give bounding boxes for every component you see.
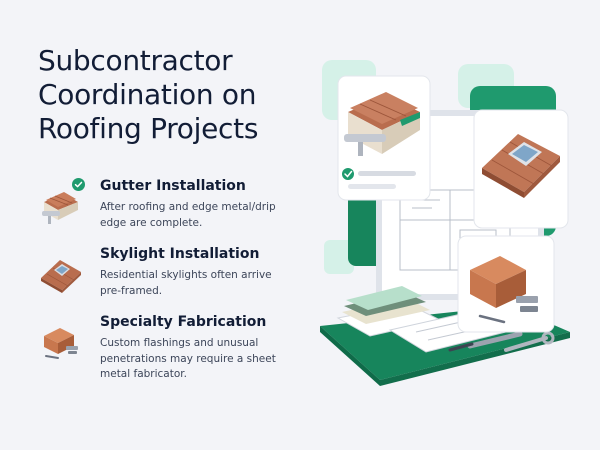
card-fabrication [457,235,555,333]
check-badge-icon [342,168,354,180]
card-skylight [473,109,569,229]
item-description: After roofing and edge metal/drip edge a… [100,200,320,231]
sheet-metal-icon [44,328,78,359]
list-item-gutter-installation: Gutter Installation After roofing and ed… [38,178,318,248]
roofing-illustration [320,60,570,386]
list-item-skylight-installation: Skylight Installation Residential skylig… [38,246,318,316]
item-heading: Skylight Installation [100,246,260,262]
card-gutter [337,75,431,201]
desc-line: penetrations may require a sheet [100,352,276,365]
desc-line: Residential skylights often arrive [100,269,272,281]
desc-line: metal fabricator. [100,368,187,380]
desc-line: Custom flashings and unusual [100,337,259,349]
item-description: Residential skylights often arrive pre-f… [100,268,320,299]
desc-line: After roofing and edge metal/drip [100,201,276,213]
pen-icon [448,342,474,352]
check-badge-icon [72,178,85,191]
wrench-icon [504,336,548,352]
desc-line: edge are complete. [100,216,203,229]
title-line-2: Coordination on [38,78,257,111]
title-line-3: Roofing Projects [38,112,259,145]
item-heading: Specialty Fabrication [100,314,267,330]
list-item-specialty-fabrication: Specialty Fabrication Custom flashings a… [38,314,318,384]
title-line-1: Subcontractor [38,44,233,77]
gutter-icon [42,192,78,224]
item-description: Custom flashings and unusual penetration… [100,336,320,383]
mint-block [324,240,354,274]
page-title: Subcontractor Coordination on Roofing Pr… [38,44,308,146]
metal-bar [467,331,523,349]
skylight-icon [41,260,81,293]
desc-line: pre-framed. [100,284,163,297]
item-heading: Gutter Installation [100,178,246,194]
